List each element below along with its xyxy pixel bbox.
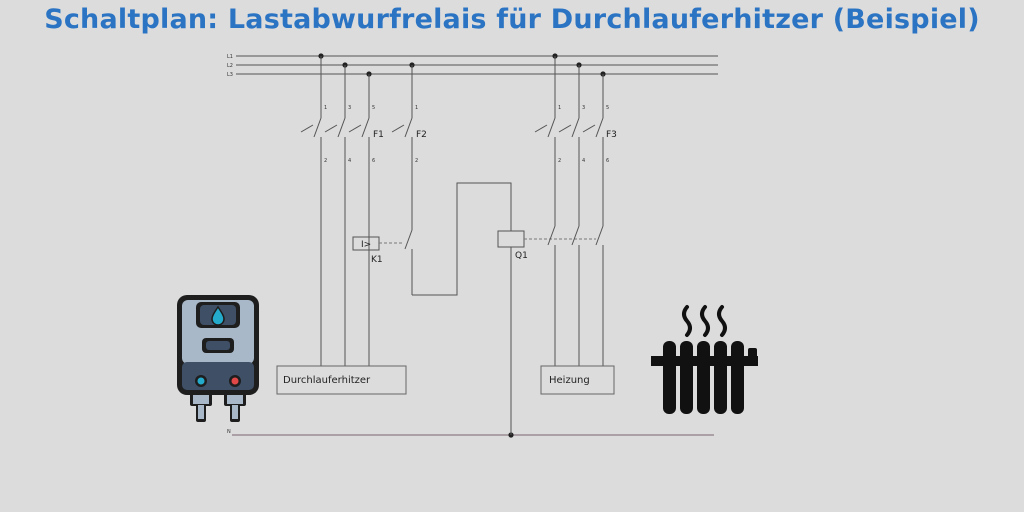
label-l1: L1 [227,54,233,60]
label-durchlauferhitzer: Durchlauferhitzer [283,375,371,386]
load-heizung: Heizung [540,365,615,395]
terminal-f1-5: 5 [372,105,375,111]
terminal-f1-1: 1 [324,105,327,111]
terminal-f1-3: 3 [348,105,351,111]
phase-busbars [236,55,718,75]
terminal-f1-4: 4 [348,158,351,164]
control-circuit [404,182,512,435]
label-l3: L3 [227,72,233,78]
diagram-title: Schaltplan: Lastabwurfrelais für Durchla… [44,4,980,35]
terminal-f3-2: 2 [558,158,561,164]
terminal-f3-1: 1 [558,105,561,111]
terminal-f2-2: 2 [415,158,418,164]
label-l2: L2 [227,63,233,69]
label-n: N [227,429,231,435]
relay-k1-symbol: I> [361,240,371,250]
terminal-f1-6: 6 [372,158,375,164]
water-heater-icon [177,295,259,422]
relay-k1: I> K1 [352,236,404,265]
terminal-f3-6: 6 [606,158,609,164]
breaker-f2 [391,65,413,230]
breaker-f3 [534,56,604,226]
breaker-f1 [300,56,370,366]
label-heizung: Heizung [549,375,590,386]
terminal-f1-2: 2 [324,158,327,164]
label-f3: F3 [606,130,617,140]
terminal-f2-1: 1 [415,105,418,111]
terminal-numbers: 1 3 5 2 4 6 1 2 1 3 5 2 4 6 [324,105,609,164]
terminal-f3-3: 3 [582,105,585,111]
radiator-icon [651,305,758,414]
label-f1: F1 [373,130,384,140]
load-durchlauferhitzer: Durchlauferhitzer [276,365,407,395]
terminal-f3-5: 5 [606,105,609,111]
contactor-q1: Q1 [497,225,604,366]
label-f2: F2 [416,130,427,140]
label-k1: K1 [371,255,383,265]
label-q1: Q1 [515,251,528,261]
terminal-f3-4: 4 [582,158,585,164]
